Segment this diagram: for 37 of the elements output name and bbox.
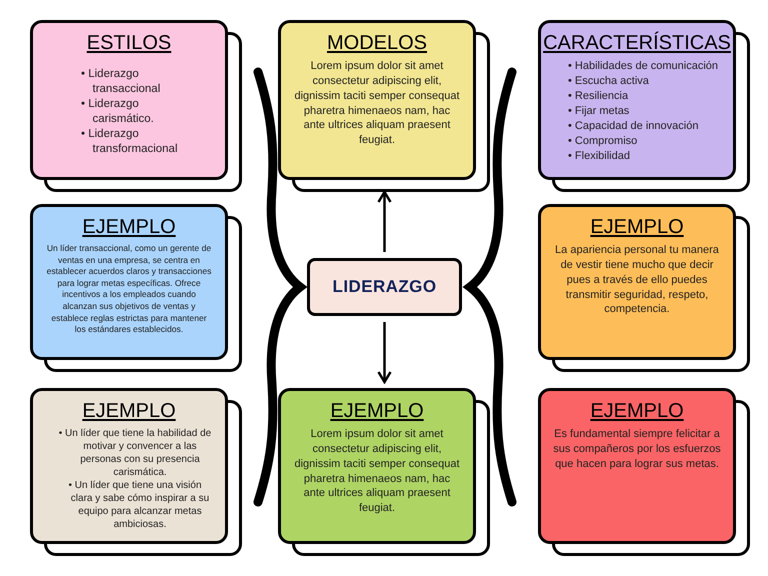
topic-card: [30, 388, 228, 544]
topic-card: [278, 20, 476, 180]
topic-card: [538, 20, 736, 180]
card-text: La apariencia personal tu manera de vestir tiene mucho que decir pues a través de ello puedes transmitir seguridad, respeto, competencia.: [554, 243, 720, 318]
card-title: EJEMPLO: [330, 399, 424, 423]
card-title: EJEMPLO: [82, 215, 176, 239]
card-title: MODELOS: [326, 31, 428, 55]
list-item: • Compromiso: [568, 134, 638, 149]
card-text: Lorem ipsum dolor sit amet consectetur adipiscing elit, dignissim taciti semper consequat pharetra himenaeos nam, hac ante ultrices aliquam praesent feugiat.: [293, 59, 461, 148]
list-item: • Liderazgo carismático.: [81, 96, 155, 127]
card-title: EJEMPLO: [590, 399, 684, 423]
list-item: • Un líder que tiene la habilidad de motivar y convencer a las personas con su presencia carismática.: [58, 427, 212, 479]
topic-card: [278, 388, 476, 544]
card-title: EJEMPLO: [82, 399, 176, 423]
central-title: LIDERAZGO: [332, 276, 436, 298]
list-item: • Liderazgo transaccional: [81, 67, 162, 97]
central-topic-box: [307, 258, 462, 316]
list-item: • Un líder que tiene una visión clara y sabe cómo inspirar a su equipo para alcanzar metas ambiciosas.: [67, 479, 210, 531]
topic-card: [30, 204, 228, 360]
list-item: • Liderazgo transformacional: [81, 126, 179, 157]
list-item: • Fijar metas: [568, 104, 630, 119]
card-title: EJEMPLO: [590, 215, 684, 239]
card-title: ESTILOS: [86, 31, 172, 55]
card-text: Lorem ipsum dolor sit amet consectetur adipiscing elit, dignissim taciti semper consequat pharetra himenaeos nam, hac ante ultrices aliquam praesent feugiat.: [293, 427, 461, 516]
arrow: [377, 190, 392, 252]
list-item: • Habilidades de comunicación: [568, 59, 718, 74]
list-item: • Flexibilidad: [568, 149, 631, 164]
topic-card: [30, 20, 228, 180]
topic-card: [538, 388, 736, 544]
card-text: Un líder transaccional, como un gerente de ventas en una empresa, se centra en establecer acuerdos claros y transacciones para lograr metas específicas. Ofrece incentivos a los empleados cuando alcanzan sus objetivos de ventas y establece reglas estrictas para mantener los estándares establecidos.: [46, 243, 212, 336]
card-text: Es fundamental siempre felicitar a sus compañeros por los esfuerzos que hacen para lograr sus metas.: [552, 427, 722, 472]
list-item: • Resiliencia: [568, 89, 630, 104]
topic-card: [538, 204, 736, 360]
list-item: • Capacidad de innovación: [568, 119, 700, 134]
arrow: [377, 322, 392, 384]
card-title: CARACTERÍSTICAS: [543, 31, 731, 55]
list-item: • Escucha activa: [568, 74, 650, 89]
